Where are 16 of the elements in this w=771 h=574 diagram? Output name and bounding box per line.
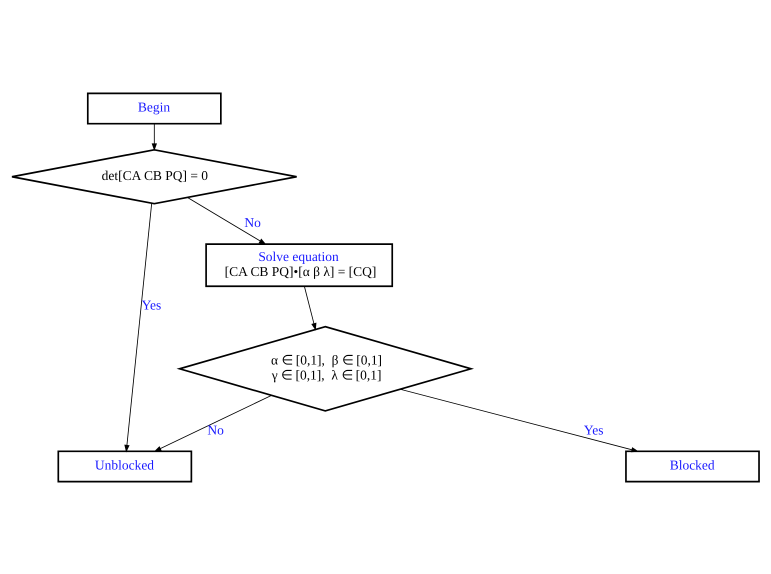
- node-box: Solve equation [CA CB PQ]•[α β λ] = [CQ]: [205, 242, 394, 287]
- node-box: Blocked: [625, 450, 760, 482]
- node-diamond: α ∈ [0,1], β ∈ [0,1] γ ∈ [0,1], λ ∈ [0,1]: [176, 325, 474, 412]
- arrow: [187, 196, 266, 244]
- node-diamond: det[CA CB PQ] = 0: [11, 148, 298, 204]
- edge-label: Yes: [584, 422, 604, 437]
- arrow: [400, 388, 639, 452]
- edge-label: Yes: [142, 297, 162, 312]
- node-box: Unblocked: [57, 450, 192, 482]
- arrow: [154, 394, 272, 452]
- arrow: [304, 285, 316, 330]
- edge-label: No: [207, 422, 224, 437]
- arrow: [152, 122, 157, 150]
- edge-label: No: [244, 214, 261, 230]
- arrow: [124, 202, 152, 452]
- node-box: Begin: [86, 92, 222, 124]
